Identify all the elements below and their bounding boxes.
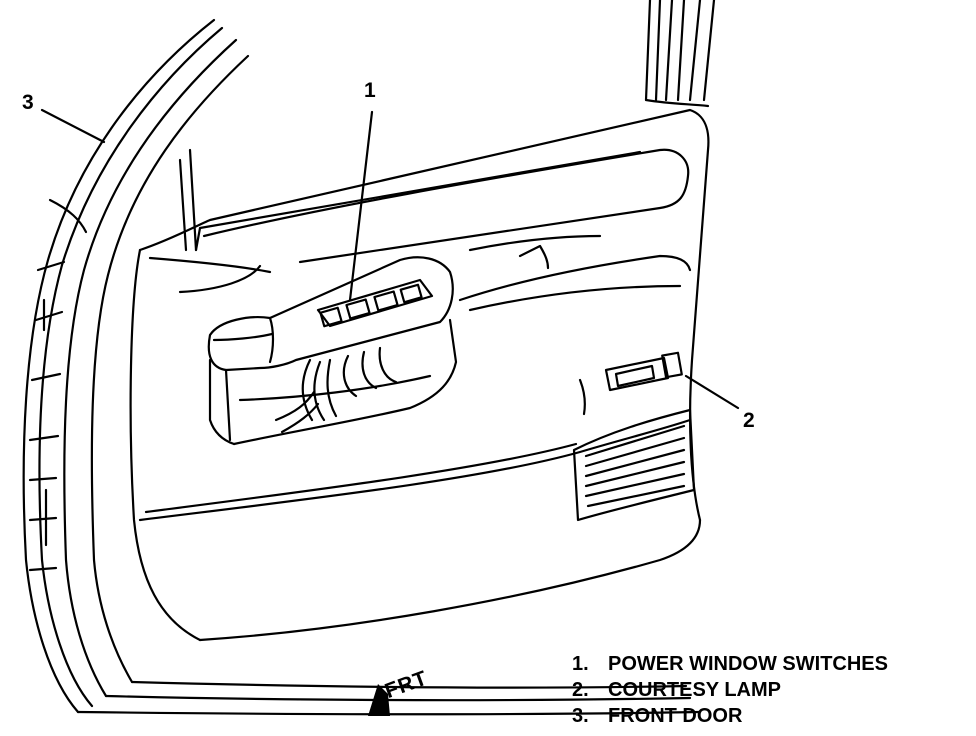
front-direction-indicator: FRT — [364, 666, 464, 724]
legend-number: 1. — [572, 653, 589, 675]
legend-item: 3. FRONT DOOR — [572, 703, 888, 729]
arrow-icon — [368, 684, 390, 716]
callout-1: 1 — [364, 79, 376, 102]
power-window-switches — [316, 278, 434, 328]
legend-text: COURTESY LAMP — [608, 679, 781, 701]
window-channel — [178, 0, 716, 252]
leader-lines — [40, 108, 740, 410]
courtesy-lamp — [578, 351, 683, 416]
callout-2: 2 — [743, 409, 755, 432]
legend-text: FRONT DOOR — [608, 705, 743, 727]
callout-3: 3 — [22, 91, 34, 114]
legend-text: POWER WINDOW SWITCHES — [608, 653, 888, 675]
legend-item: 1. POWER WINDOW SWITCHES — [572, 651, 888, 677]
speaker-grille — [572, 408, 696, 522]
legend-number: 3. — [572, 705, 589, 727]
door-trim-panel — [129, 108, 710, 642]
legend-number: 2. — [572, 679, 589, 701]
legend-item: 2. COURTESY LAMP — [572, 677, 888, 703]
legend: 1.POWER WINDOW SWITCHES 2.COURTESY LAMP … — [572, 651, 888, 729]
armrest — [207, 256, 458, 446]
